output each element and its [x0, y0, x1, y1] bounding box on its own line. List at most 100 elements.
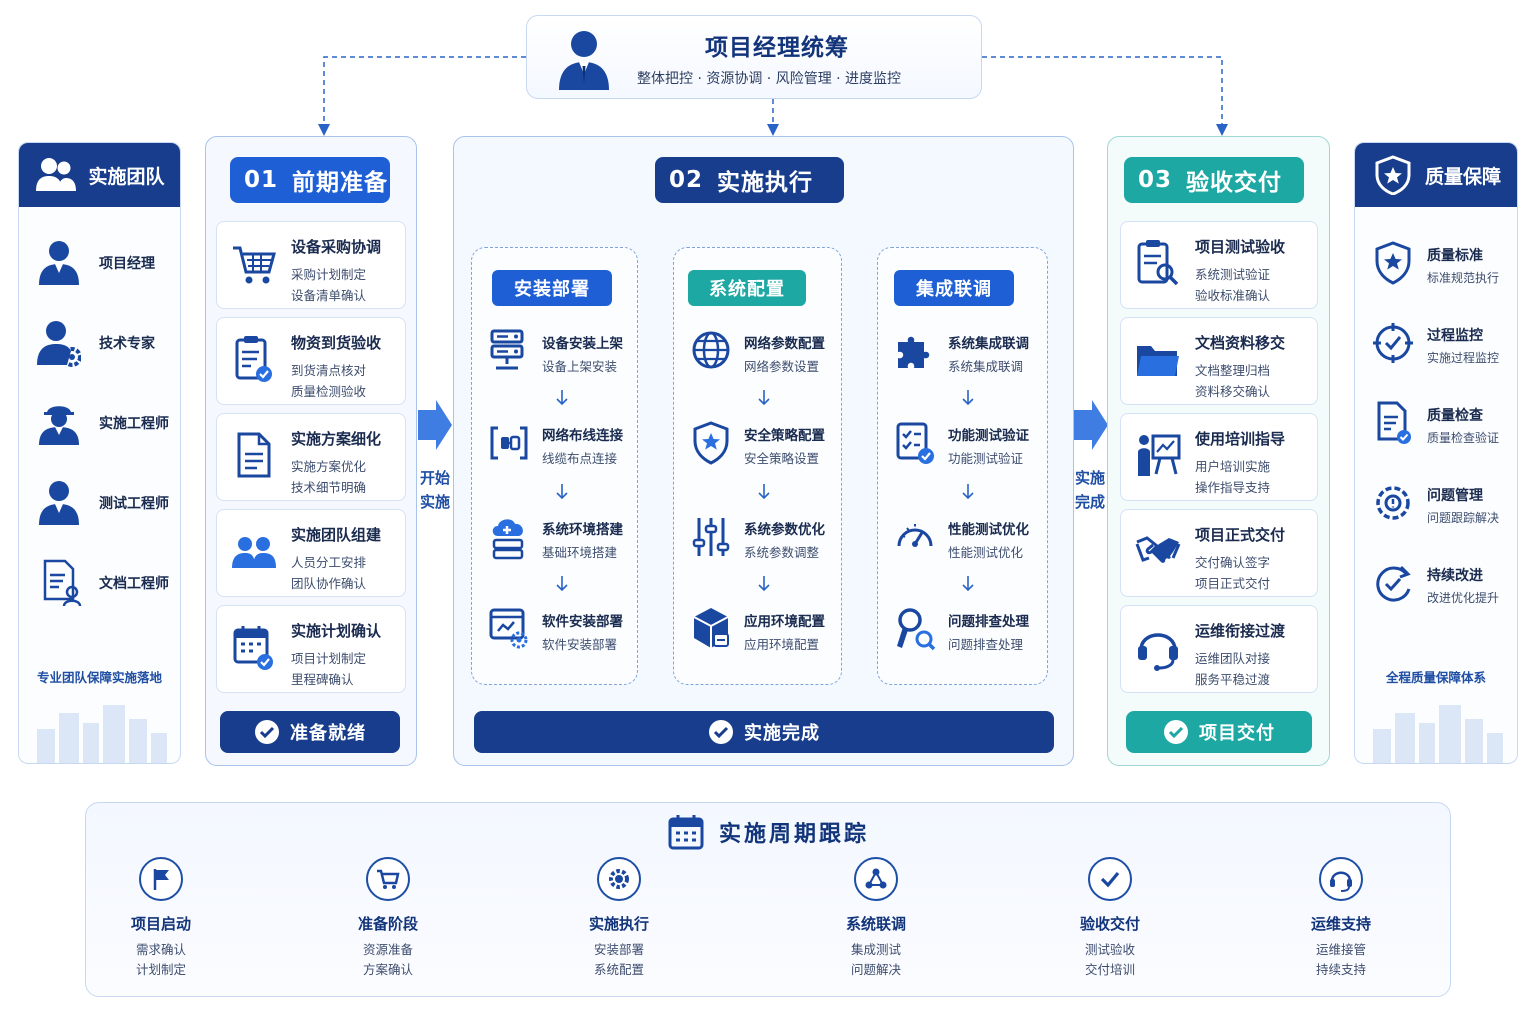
cable-connect-icon	[490, 426, 528, 460]
team-title: 实施团队	[88, 165, 165, 188]
tester-icon	[39, 481, 79, 525]
quality-item: 过程监控 实施过程监控	[1355, 315, 1517, 375]
delivery-card: 项目正式交付 交付确认签字 项目正式交付	[1120, 509, 1318, 597]
check-circle-icon	[709, 720, 733, 744]
team-icon	[36, 158, 77, 191]
project-manager-box: 项目经理统筹 整体把控 · 资源协调 · 风险管理 · 进度监控	[526, 15, 982, 99]
folder-icon	[1137, 346, 1179, 376]
handshake-icon	[1135, 536, 1181, 563]
down-arrow-icon	[556, 390, 568, 406]
manager-title: 项目经理统筹	[705, 35, 849, 61]
shield-star-icon	[1375, 241, 1411, 285]
down-arrow-icon	[758, 390, 770, 406]
cloud-server-icon	[492, 519, 524, 560]
down-arrow-icon	[556, 484, 568, 500]
prep-card: 设备采购协调 采购计划制定 设备清单确认	[216, 221, 406, 309]
clipboard-search-icon	[1137, 240, 1179, 286]
document-person-icon	[43, 559, 82, 607]
config-column: 系统配置 网络参数配置 网络参数设置 安全策略配置 安全策略设置	[673, 247, 842, 685]
team-group-icon	[232, 537, 276, 568]
integration-column: 集成联调 系统集成联调 系统集成联调 功能测试验证 功能测试验证	[877, 247, 1048, 685]
timeline-panel: 实施周期跟踪 项目启动 需求确认计划制定 准备阶段 资源准备方案确认 实施执行 …	[85, 802, 1451, 997]
install-title: 安装部署	[492, 270, 612, 306]
refresh-check-icon	[1376, 565, 1411, 602]
network-icon	[865, 868, 887, 889]
integration-title: 集成联调	[894, 270, 1014, 306]
exec-step: 系统集成联调 系统集成联调	[878, 328, 1047, 388]
city-skyline-icon	[1373, 705, 1503, 763]
exec-step: 软件安装部署 软件安装部署	[472, 606, 637, 666]
down-arrow-icon	[758, 484, 770, 500]
prep-card: 物资到货验收 到货清点核对 质量检测验收	[216, 317, 406, 405]
prep-card: 实施方案细化 实施方案优化 技术细节明确	[216, 413, 406, 501]
gear-icon	[609, 869, 629, 889]
start-label: 开始实施	[419, 469, 450, 511]
calendar-check-icon	[233, 626, 273, 670]
timeline-header: 实施周期跟踪	[86, 813, 1450, 851]
team-member: 技术专家	[19, 315, 180, 375]
server-rack-icon	[490, 329, 524, 370]
team-panel: 实施团队 项目经理 技术专家 实施工程师 测试工程师	[18, 142, 181, 764]
delivery-card: 文档资料移交 文档整理归档 资料移交确认	[1120, 317, 1318, 405]
team-member: 实施工程师	[19, 395, 180, 455]
done-label: 实施完成	[1074, 469, 1105, 511]
exec-step: 性能测试优化 性能测试优化	[878, 514, 1047, 574]
timeline-node: 项目启动 需求确认计划制定	[91, 857, 231, 980]
document-icon	[237, 432, 271, 478]
team-member: 测试工程师	[19, 475, 180, 535]
delivery-card: 运维衔接过渡 运维团队对接 服务平稳过渡	[1120, 605, 1318, 693]
exec-step: 设备安装上架 设备上架安装	[472, 328, 637, 388]
quality-footer: 全程质量保障体系	[1385, 670, 1486, 685]
headset-icon	[1138, 633, 1178, 671]
prep-ready-button[interactable]: 准备就绪	[220, 711, 400, 753]
checklist-icon	[896, 422, 934, 464]
monitor-target-icon	[1373, 323, 1413, 363]
exec-step: 系统参数优化 系统参数调整	[674, 514, 841, 574]
down-arrow-icon	[962, 390, 974, 406]
cart-icon	[377, 869, 400, 889]
problem-gear-icon	[1376, 486, 1410, 520]
engineer-helmet-icon	[39, 406, 79, 445]
speedometer-icon	[897, 524, 933, 547]
down-arrow-icon	[962, 484, 974, 500]
flag-icon	[153, 869, 169, 890]
manager-icon	[559, 31, 609, 90]
software-deploy-icon	[489, 608, 528, 649]
quality-header: 质量保障	[1355, 143, 1517, 207]
project-delivery-button[interactable]: 项目交付	[1126, 711, 1312, 753]
troubleshoot-wrench-icon	[897, 608, 936, 651]
timeline-node: 实施执行 安装部署系统配置	[549, 857, 689, 980]
puzzle-icon	[898, 336, 930, 368]
quality-item: 持续改进 改进优化提升	[1355, 555, 1517, 615]
team-member: 项目经理	[19, 235, 180, 295]
exec-step: 网络布线连接 线缆布点连接	[472, 420, 637, 480]
exec-step: 系统环境搭建 基础环境搭建	[472, 514, 637, 574]
exec-step: 功能测试验证 功能测试验证	[878, 420, 1047, 480]
globe-icon	[692, 331, 730, 369]
quality-item: 质量标准 标准规范执行	[1355, 235, 1517, 295]
security-shield-icon	[693, 421, 729, 465]
exec-step: 安全策略配置 安全策略设置	[674, 420, 841, 480]
exec-step: 网络参数配置 网络参数设置	[674, 328, 841, 388]
cart-icon	[233, 246, 276, 284]
exec-step: 问题排查处理 问题排查处理	[878, 606, 1047, 666]
quality-item: 问题管理 问题跟踪解决	[1355, 475, 1517, 535]
timeline-node: 验收交付 测试验收交付培训	[1040, 857, 1180, 980]
manager-icon	[39, 241, 79, 285]
install-column: 安装部署 设备安装上架 设备上架安装 网络布线连接 线缆布点连接	[471, 247, 638, 685]
check-icon	[1100, 871, 1120, 888]
team-header: 实施团队	[19, 143, 180, 207]
quality-item: 质量检查 质量检查验证	[1355, 395, 1517, 455]
expert-gear-icon	[37, 321, 81, 367]
exec-step: 应用环境配置 应用环境配置	[674, 606, 841, 666]
exec-done-button[interactable]: 实施完成	[474, 711, 1054, 753]
team-footer: 专业团队保障实施落地	[36, 670, 162, 685]
quality-panel: 质量保障 质量标准 标准规范执行 过程监控 实施过程监控 质量检查 质量检查验证	[1354, 142, 1518, 764]
timeline-node: 运维支持 运维接管持续支持	[1271, 857, 1411, 980]
down-arrow-icon	[962, 576, 974, 592]
